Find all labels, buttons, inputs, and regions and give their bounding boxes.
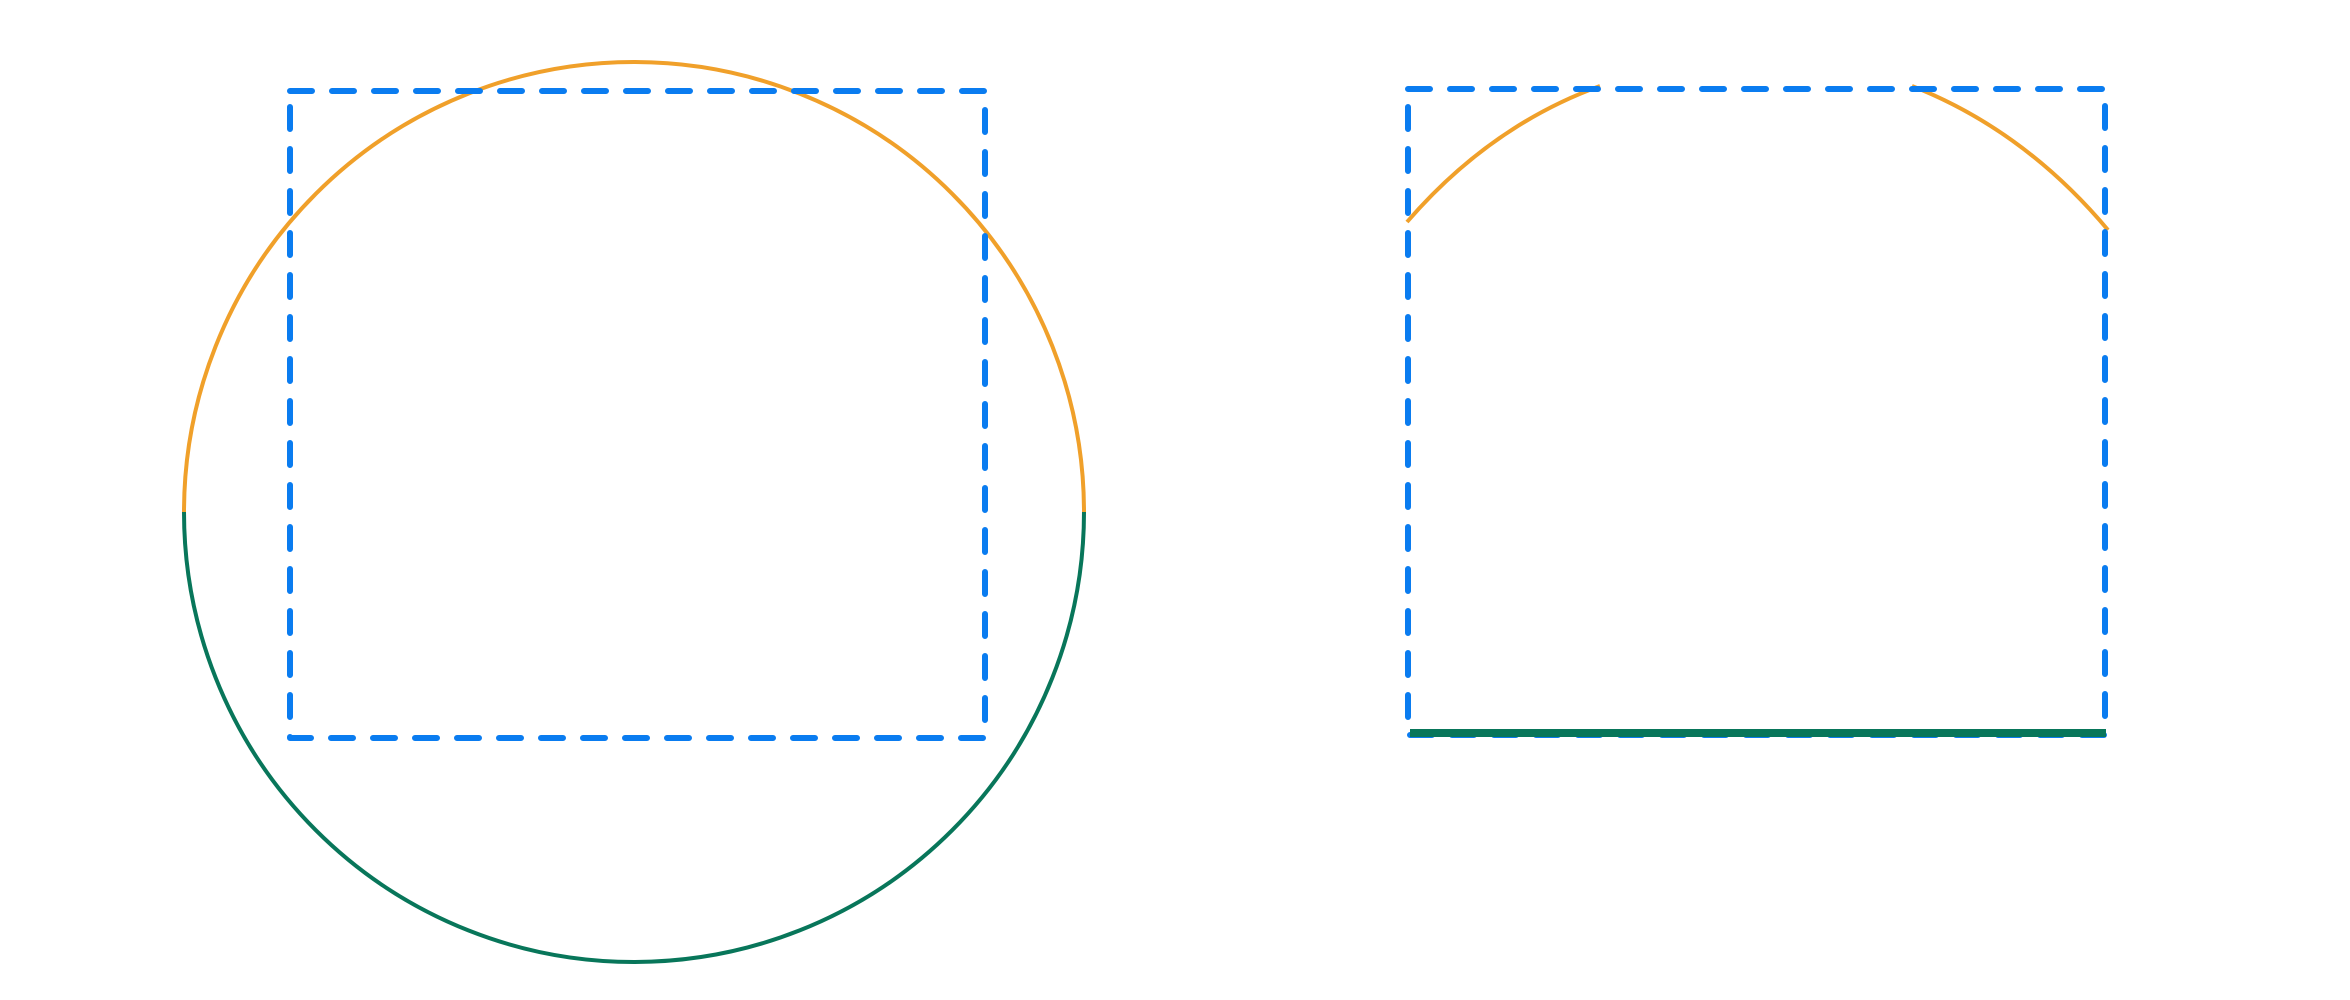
right-upper-arc-right-segment [1911,84,2110,232]
left-circle-upper-arc [182,60,1086,513]
left-circle-lower-arc [182,511,1086,964]
right-figure [1405,84,2110,738]
left-dashed-square [287,88,988,741]
right-upper-arc-left-segment [1405,84,1601,224]
left-figure [182,60,1086,964]
